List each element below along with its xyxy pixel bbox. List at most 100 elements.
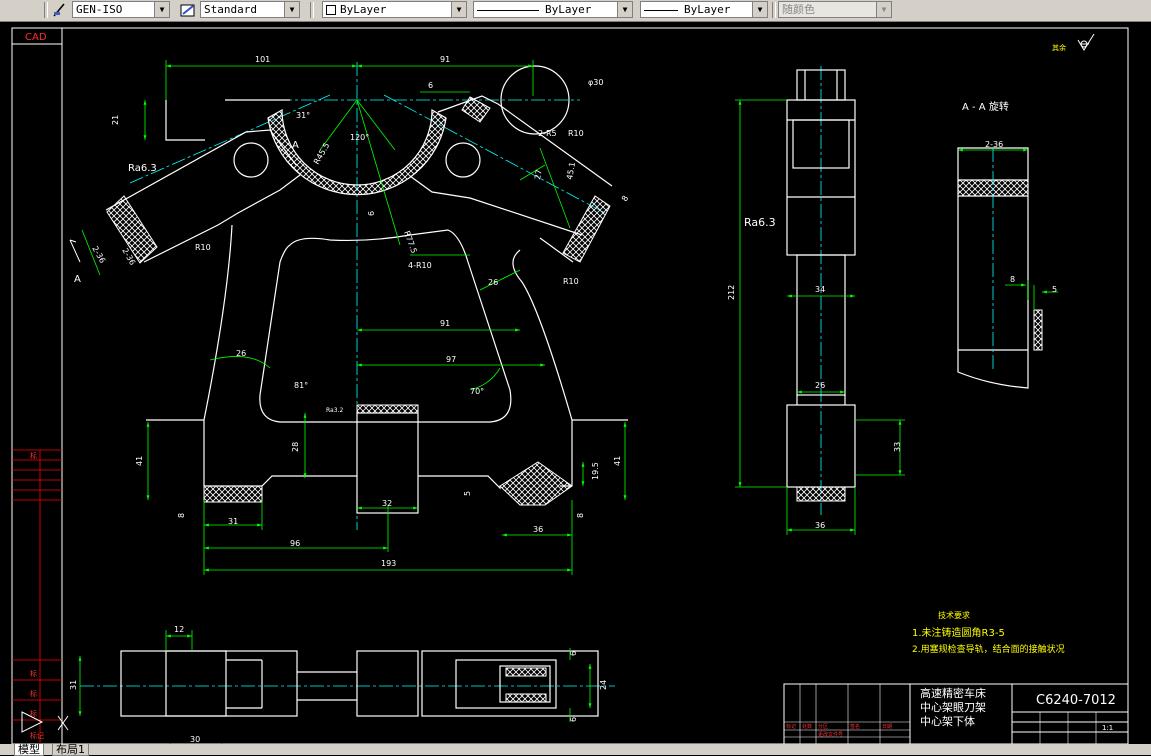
dim-text: 212 <box>727 285 736 300</box>
dim-text: 27 <box>533 169 544 181</box>
chevron-down-icon[interactable]: ▼ <box>284 2 299 17</box>
dim-text: 2-R5 <box>538 129 557 138</box>
roughness-symbol: Ra6.3 <box>744 216 776 229</box>
section-title: A - A 旋转 <box>962 100 1009 113</box>
strip-mark: 标记 <box>30 731 44 740</box>
dim-text: 26 <box>815 381 825 390</box>
dim-text: 193 <box>381 559 396 568</box>
dim-text: 8 <box>576 513 585 518</box>
dim-text: R10 <box>563 277 579 286</box>
roughness-symbol: Ra3.2 <box>326 407 343 414</box>
strip-mark: 标 <box>30 689 37 698</box>
tech-req-line: 2.用塞规检查导轨，结合面的接触状况 <box>912 643 1065 655</box>
title-field-label: 处数 <box>802 723 812 730</box>
dim-text: 26 <box>488 278 498 287</box>
dim-text: 4-R10 <box>408 261 432 270</box>
title-name: 中心架眼刀架 <box>920 701 986 714</box>
technical-requirements: 技术要求 1.未注铸造圆角R3-5 2.用塞规检查导轨，结合面的接触状况 <box>912 610 1065 655</box>
textstyle-value: Standard <box>204 3 257 16</box>
title-field-label: 更改文件号 <box>818 731 843 738</box>
left-title-strip: CAD 标 标 标 标 标记 <box>12 32 62 744</box>
dim-text: 8 <box>620 194 630 203</box>
dim-text: 91 <box>440 319 450 328</box>
tab-model[interactable]: 模型 <box>14 744 44 756</box>
title-field-label: 日期 <box>882 724 892 730</box>
dim-text: 6 <box>569 651 578 656</box>
dim-text: φ30 <box>588 78 603 87</box>
section-label-a: A <box>292 140 299 151</box>
linetype-value: ByLayer <box>545 3 592 16</box>
dim-text: 120° <box>350 133 369 142</box>
strip-mark: 标 <box>30 709 37 718</box>
linetype-combo[interactable]: ByLayer ▼ <box>473 1 633 18</box>
plotstyle-combo[interactable]: 随颜色 ▼ <box>778 1 892 18</box>
dim-text: 6 <box>569 717 578 722</box>
dim-text: 19.5 <box>591 462 600 480</box>
dim-text: 41 <box>135 456 144 466</box>
roughness-symbol: Ra6.3 <box>128 163 157 174</box>
chevron-down-icon[interactable]: ▼ <box>154 2 169 17</box>
dim-text: 5 <box>1052 285 1057 294</box>
title-name: 中心架下体 <box>920 714 975 728</box>
title-field-label: 签名 <box>850 723 860 730</box>
dim-text: 2-36 <box>90 245 107 265</box>
tab-layout1[interactable]: 布局1 <box>52 744 89 756</box>
dim-text: 31 <box>228 517 238 526</box>
dim-text: 91 <box>440 55 450 64</box>
toolbar-separator <box>310 2 314 18</box>
drawing-canvas[interactable]: CAD 标 标 标 标 标记 <box>0 22 1151 744</box>
dim-text: 2-36 <box>985 140 1003 149</box>
color-swatch-icon <box>326 5 336 15</box>
layout-tabs: 模型 布局1 <box>0 744 1151 756</box>
dim-text: 31° <box>296 111 310 120</box>
dim-text: 28 <box>291 442 300 452</box>
dim-text: 8 <box>1010 275 1015 284</box>
cad-label: CAD <box>25 32 47 43</box>
color-value: ByLayer <box>340 3 387 16</box>
dim-text: 36 <box>533 525 543 534</box>
text-style-icon[interactable] <box>180 2 196 18</box>
textstyle-combo[interactable]: Standard ▼ <box>200 1 300 18</box>
plotstyle-value: 随颜色 <box>782 3 815 16</box>
strip-mark: 标 <box>30 451 37 460</box>
dim-text: R10 <box>195 243 211 252</box>
dim-text: R10 <box>568 129 584 138</box>
strip-mark: 标 <box>30 669 37 678</box>
dim-text: 33 <box>893 442 902 452</box>
title-field-label: 分区 <box>818 723 828 730</box>
section-label-a: A <box>74 274 81 285</box>
lineweight-combo[interactable]: ByLayer ▼ <box>640 1 768 18</box>
corner-note: 其余 <box>1052 43 1066 52</box>
scale-value: 1:1 <box>1102 724 1113 732</box>
color-combo[interactable]: ByLayer ▼ <box>322 1 467 18</box>
title-name: 高速精密车床 <box>920 686 986 700</box>
bottom-view: 12 31 30 6 24 6 <box>69 625 608 744</box>
dim-text: 97 <box>446 355 456 364</box>
dimension-style-icon[interactable] <box>52 2 68 18</box>
dim-text: 45.1 <box>565 161 577 180</box>
chevron-down-icon[interactable]: ▼ <box>752 2 767 17</box>
dim-text: 81° <box>294 381 308 390</box>
dim-text: 26 <box>236 349 246 358</box>
drawing-frame <box>11 27 1129 744</box>
properties-toolbar: GEN-ISO ▼ Standard ▼ ByLayer ▼ ByLayer ▼… <box>0 0 1151 22</box>
dim-text: 32 <box>382 499 392 508</box>
dimstyle-value: GEN-ISO <box>76 3 123 16</box>
dim-text: R45.5 <box>312 141 331 166</box>
dim-text: 96 <box>290 539 300 548</box>
dim-text: 101 <box>255 55 270 64</box>
dim-text: 12 <box>174 625 184 634</box>
dim-text: 31 <box>69 680 78 690</box>
side-view: 212 34 26 33 36 Ra6.3 <box>727 66 905 535</box>
dim-text: 6 <box>428 81 433 90</box>
chevron-down-icon[interactable]: ▼ <box>451 2 466 17</box>
dim-text: 36 <box>815 521 825 530</box>
dimstyle-combo[interactable]: GEN-ISO ▼ <box>72 1 170 18</box>
ucs-icon <box>21 711 69 733</box>
dim-text: 70° <box>470 387 484 396</box>
tech-req-line: 1.未注铸造圆角R3-5 <box>912 626 1005 639</box>
title-block: 高速精密车床 中心架眼刀架 中心架下体 C6240-7012 1:1 标记 处数… <box>783 683 1129 744</box>
chevron-down-icon[interactable]: ▼ <box>617 2 632 17</box>
chevron-down-icon[interactable]: ▼ <box>876 2 891 17</box>
drawing-number: C6240-7012 <box>1036 693 1116 708</box>
